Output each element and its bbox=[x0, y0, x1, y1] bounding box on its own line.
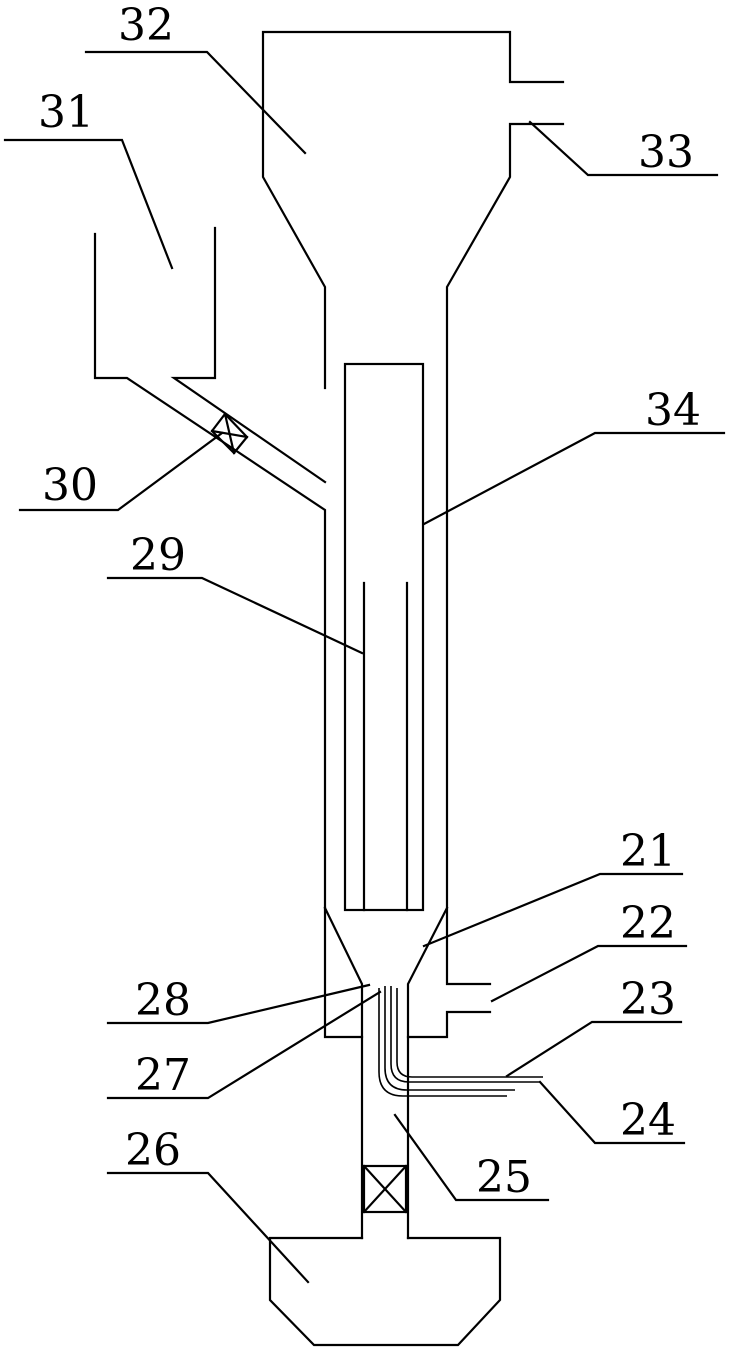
bottom-cone-section bbox=[323, 906, 492, 1039]
label-31: 31 bbox=[38, 87, 94, 138]
label-21: 21 bbox=[620, 826, 676, 877]
collection-vessel bbox=[268, 1236, 502, 1347]
label-29: 29 bbox=[130, 530, 186, 581]
feed-valve bbox=[210, 412, 249, 455]
inner-pipes bbox=[362, 581, 409, 912]
label-23: 23 bbox=[620, 974, 676, 1025]
label-27: 27 bbox=[135, 1050, 191, 1101]
label-25: 25 bbox=[476, 1152, 532, 1203]
nozzle-pipes bbox=[378, 986, 543, 1097]
label-32: 32 bbox=[118, 0, 174, 51]
leader-lines bbox=[3, 50, 726, 1284]
lower-valve bbox=[362, 1164, 408, 1214]
top-separator-vessel bbox=[261, 30, 565, 986]
reference-numerals: 32 31 33 34 30 29 21 22 28 23 27 24 26 2… bbox=[38, 0, 701, 1203]
label-33: 33 bbox=[638, 127, 694, 178]
label-34: 34 bbox=[645, 385, 701, 436]
inner-riser-tube bbox=[343, 362, 425, 912]
label-28: 28 bbox=[135, 975, 191, 1026]
label-24: 24 bbox=[620, 1095, 676, 1146]
feed-hopper bbox=[93, 226, 327, 910]
label-30: 30 bbox=[42, 460, 98, 511]
label-22: 22 bbox=[620, 898, 676, 949]
lower-pipe bbox=[360, 1035, 410, 1240]
label-26: 26 bbox=[125, 1125, 181, 1176]
